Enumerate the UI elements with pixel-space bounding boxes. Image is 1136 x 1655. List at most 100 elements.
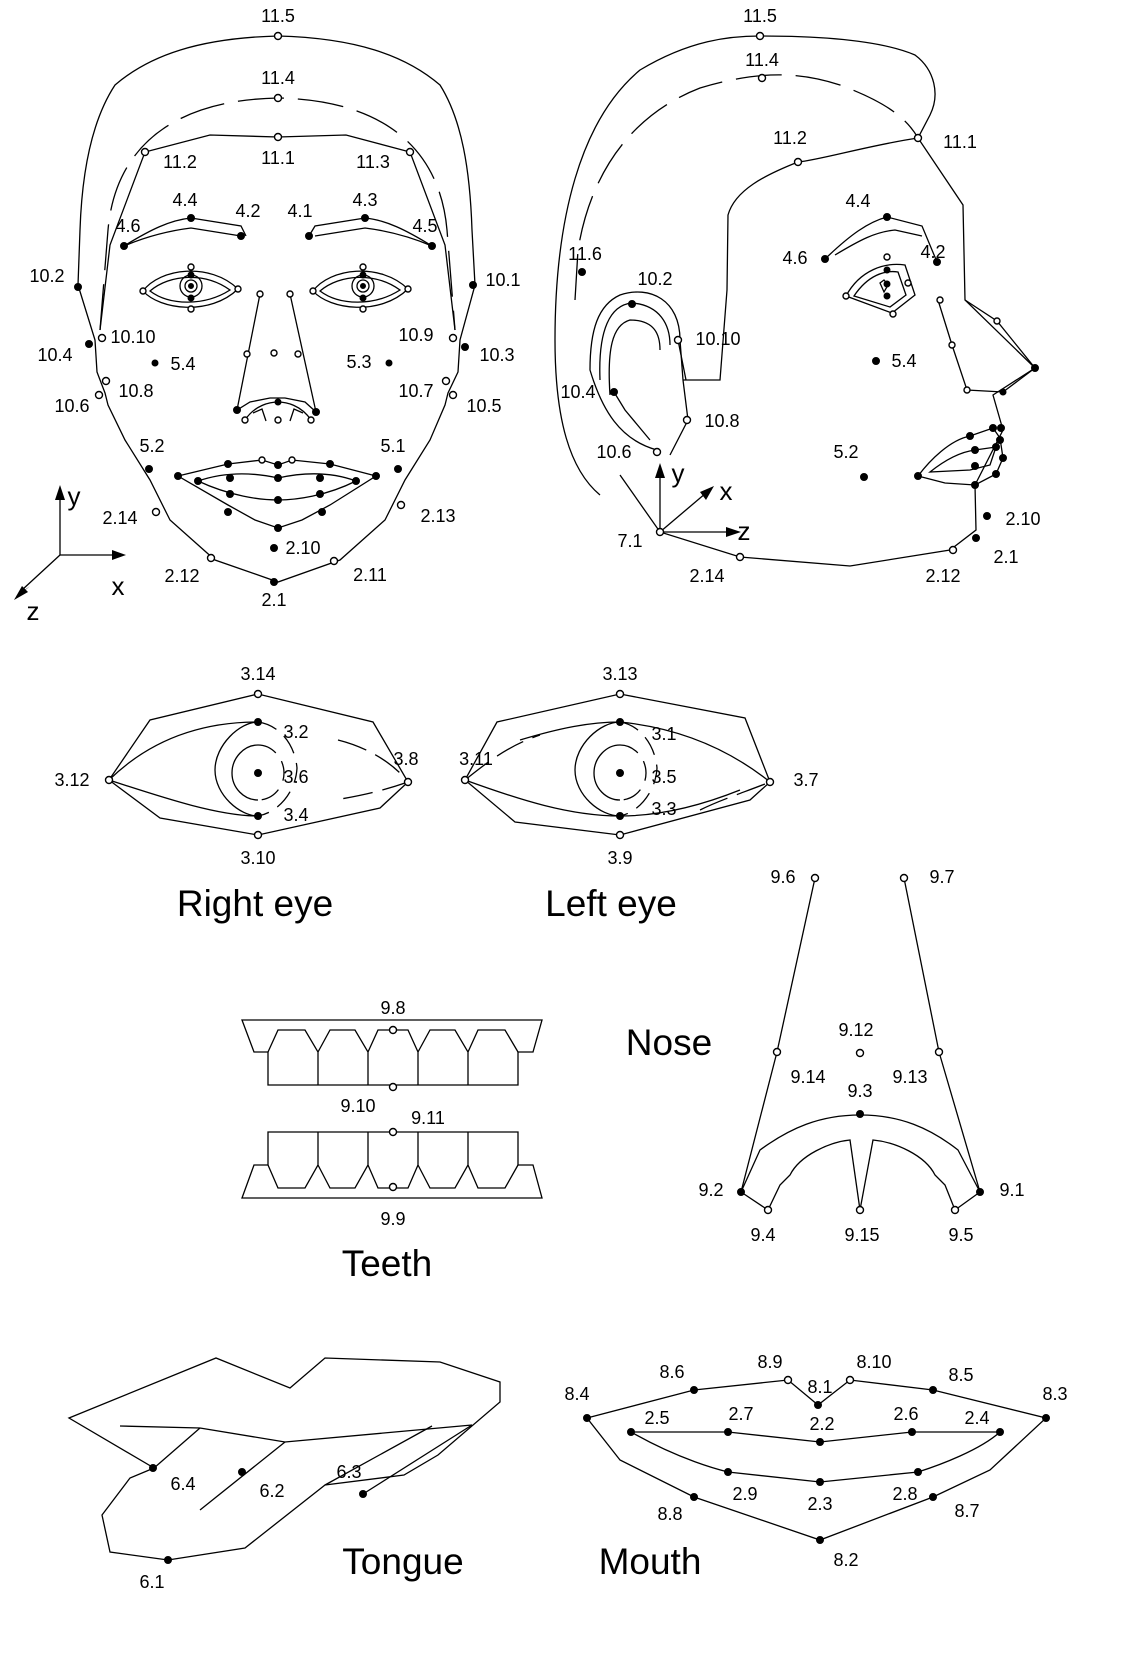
- label-8-2: 8.2: [833, 1550, 858, 1570]
- point-8-4: [584, 1415, 591, 1422]
- nose-point: [287, 291, 293, 297]
- label-6-3: 6.3: [336, 1462, 361, 1482]
- label-3-3: 3.3: [651, 799, 676, 819]
- nose-diagram: 9.6 9.7 9.12 9.14 9.13 9.3 9.2 9.1 9.4 9…: [626, 867, 1025, 1245]
- point-3-6: [255, 770, 262, 777]
- label-2-9: 2.9: [732, 1484, 757, 1504]
- mouth-point: [317, 491, 324, 498]
- side-point-11-1: [915, 135, 922, 142]
- label-11-2: 11.2: [163, 152, 197, 172]
- side-mouth-point: [1000, 455, 1007, 462]
- point-3-5: [617, 770, 624, 777]
- label-10-10: 10.10: [110, 327, 155, 347]
- side-point-11-4: [759, 75, 766, 82]
- side-axis-x-label: x: [720, 476, 733, 506]
- side-label-11-1: 11.1: [943, 132, 977, 152]
- side-point-5-4: [873, 358, 880, 365]
- point-3-11: [462, 777, 469, 784]
- mouth-diagram: 8.6 8.9 8.1 8.10 8.5 8.4 8.3 2.5 2.7 2.2…: [564, 1352, 1067, 1582]
- point-10-3: [462, 344, 469, 351]
- side-label-7-1: 7.1: [617, 531, 642, 551]
- mouth-point: [317, 475, 324, 482]
- point-9-10: [390, 1084, 397, 1091]
- side-label-11-2: 11.2: [773, 128, 807, 148]
- side-label-11-4: 11.4: [745, 50, 779, 70]
- eyelid-point: [188, 306, 194, 312]
- side-axis-y-label: y: [672, 458, 685, 488]
- point-3-7: [767, 779, 774, 786]
- label-10-7: 10.7: [398, 381, 433, 401]
- mouth-point: [319, 509, 326, 516]
- point-2-14: [153, 509, 160, 516]
- point-2-4: [997, 1429, 1004, 1436]
- side-mouth-point: [997, 437, 1004, 444]
- side-point-10-6: [654, 449, 661, 456]
- mouth-point: [275, 497, 282, 504]
- side-point-5-2: [861, 474, 868, 481]
- label-3-1: 3.1: [651, 724, 676, 744]
- label-9-8: 9.8: [380, 998, 405, 1018]
- label-10-3: 10.3: [479, 345, 514, 365]
- point-9-9: [390, 1184, 397, 1191]
- side-mouth-point: [993, 471, 1000, 478]
- side-nose-point: [964, 387, 970, 393]
- side-label-2-1: 2.1: [993, 547, 1018, 567]
- label-5-3: 5.3: [346, 352, 371, 372]
- point-4-3: [362, 215, 369, 222]
- point-3-9: [617, 832, 624, 839]
- nose-point: [257, 291, 263, 297]
- label-5-1: 5.1: [380, 436, 405, 456]
- side-point-11-6: [579, 269, 586, 276]
- point-10-7: [443, 378, 450, 385]
- label-8-8: 8.8: [657, 1504, 682, 1524]
- point-2-8: [915, 1469, 922, 1476]
- side-mouth-point: [990, 425, 997, 432]
- side-label-2-10: 2.10: [1005, 509, 1040, 529]
- side-mouth-point: [915, 473, 922, 480]
- side-label-2-12: 2.12: [925, 566, 960, 586]
- label-8-5: 8.5: [948, 1365, 973, 1385]
- point-8-2: [817, 1537, 824, 1544]
- point-6-2: [239, 1469, 246, 1476]
- point-8-1: [815, 1402, 822, 1409]
- side-mouth-point: [993, 444, 1000, 451]
- caption-nose: Nose: [626, 1022, 712, 1063]
- nose-point: [308, 417, 314, 423]
- side-nose-point: [1000, 389, 1006, 395]
- point-6-3: [360, 1491, 367, 1498]
- point-2-3: [817, 1479, 824, 1486]
- eyelid-point: [360, 306, 366, 312]
- point-9-12: [857, 1050, 864, 1057]
- point-8-9: [785, 1377, 792, 1384]
- label-9-9: 9.9: [380, 1209, 405, 1229]
- nose-point: [295, 351, 301, 357]
- point-11-2: [142, 149, 149, 156]
- nose-point: [275, 417, 281, 423]
- axis-y-label: y: [68, 481, 81, 511]
- side-eye-point: [884, 267, 890, 273]
- eye-corner-point: [235, 286, 241, 292]
- point-2-12: [208, 555, 215, 562]
- side-label-5-2: 5.2: [833, 442, 858, 462]
- label-3-10: 3.10: [240, 848, 275, 868]
- label-2-4: 2.4: [964, 1408, 989, 1428]
- point-10-6: [96, 392, 103, 399]
- label-9-4: 9.4: [750, 1225, 775, 1245]
- label-3-12: 3.12: [54, 770, 89, 790]
- side-label-10-8: 10.8: [704, 411, 739, 431]
- label-9-13: 9.13: [892, 1067, 927, 1087]
- label-4-5: 4.5: [412, 216, 437, 236]
- label-3-14: 3.14: [240, 664, 275, 684]
- side-mouth-point: [998, 425, 1005, 432]
- point-4-5: [429, 243, 436, 250]
- side-label-4-6: 4.6: [782, 248, 807, 268]
- side-nose-point: [949, 342, 955, 348]
- caption-mouth: Mouth: [599, 1541, 702, 1582]
- label-2-6: 2.6: [893, 1404, 918, 1424]
- label-2-12: 2.12: [164, 566, 199, 586]
- side-mouth-point: [972, 463, 979, 470]
- point-10-8: [103, 378, 110, 385]
- point-9-3: [857, 1111, 864, 1118]
- side-eye-point: [890, 311, 896, 317]
- label-8-4: 8.4: [564, 1384, 589, 1404]
